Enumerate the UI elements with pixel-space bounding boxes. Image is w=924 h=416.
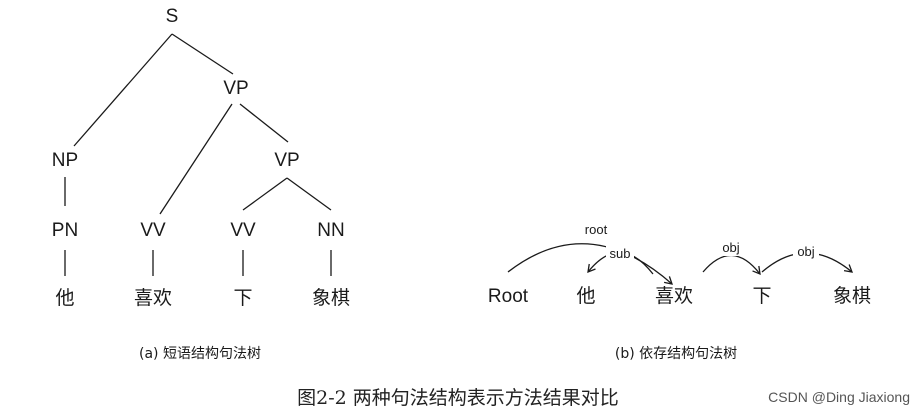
dependency-tree-caption: (b) 依存结构句法树 <box>615 346 737 362</box>
arc-label-bg-obj-1 <box>718 240 744 256</box>
phrase-structure-tree: S VP NP VP PN VV VV NN 他 喜欢 下 象棋 (a) 短语结… <box>52 6 350 362</box>
node-pn: PN <box>52 220 78 241</box>
node-vp: VP <box>223 78 248 99</box>
arc-label-sub: sub <box>610 246 631 261</box>
leaf-word-ta: 他 <box>55 287 74 309</box>
arc-label-bg-root <box>579 222 613 238</box>
dep-word-xiangqi: 象棋 <box>833 285 871 307</box>
figure-caption: 图2-2 两种句法结构表示方法结果对比 <box>297 387 619 409</box>
dep-word-xia: 下 <box>752 285 771 307</box>
node-nn: NN <box>317 220 344 241</box>
node-vv-inner: VV <box>230 220 256 241</box>
leaf-word-xia: 下 <box>233 287 252 309</box>
node-np: NP <box>52 150 78 171</box>
phrase-tree-caption: (a) 短语结构句法树 <box>139 346 261 362</box>
arc-label-obj-2: obj <box>797 244 814 259</box>
arc-label-bg-obj-2 <box>793 244 819 260</box>
edge-vp-vv <box>159 103 233 215</box>
watermark: CSDN @Ding Jiaxiong <box>768 389 910 405</box>
arc-label-obj-1: obj <box>722 240 739 255</box>
edge-s-vp <box>171 33 234 75</box>
edge-s-np <box>73 33 173 147</box>
edge-vp-vp <box>239 103 289 143</box>
edge-vp2-nn <box>286 177 332 211</box>
node-vv: VV <box>140 220 166 241</box>
leaf-word-xiangqi: 象棋 <box>312 287 350 309</box>
node-vp-inner: VP <box>274 150 299 171</box>
arc-obj-1 <box>702 254 761 276</box>
node-s: S <box>166 6 179 27</box>
leaf-word-xihuan: 喜欢 <box>134 287 172 309</box>
dependency-tree: root sub obj obj Root 他 喜欢 下 象棋 (b) 依存结构… <box>488 222 871 362</box>
edge-vp2-vv <box>242 177 288 211</box>
arc-root <box>507 243 673 285</box>
dep-word-root: Root <box>488 286 529 307</box>
arc-label-bg-sub <box>606 246 634 262</box>
arc-label-root: root <box>585 222 608 237</box>
dep-word-xihuan: 喜欢 <box>655 285 693 307</box>
dep-word-ta: 他 <box>576 285 595 307</box>
